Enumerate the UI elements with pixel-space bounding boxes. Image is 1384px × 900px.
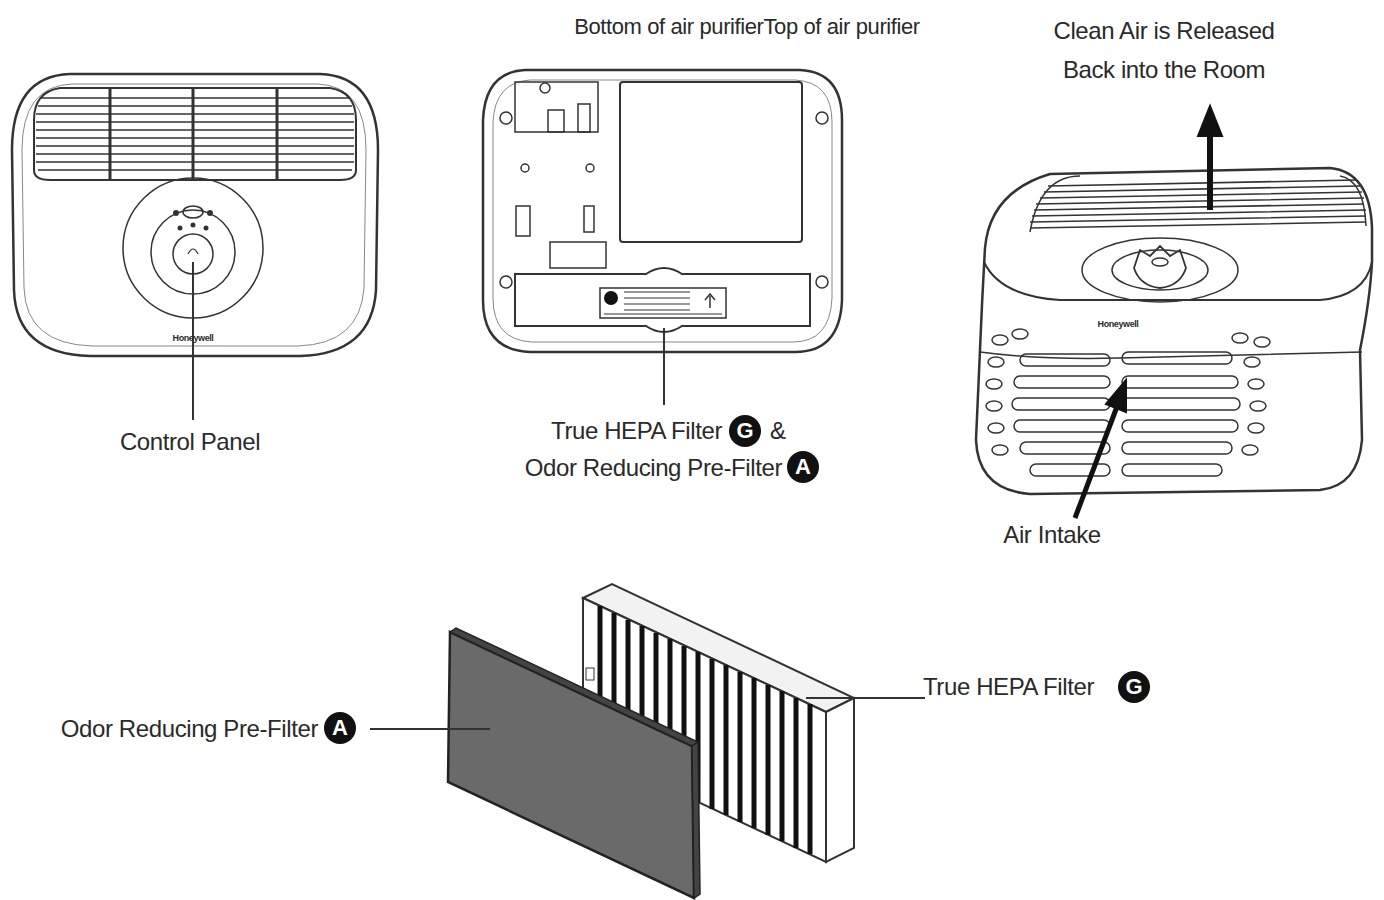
- clean-air-arrow: [1207, 130, 1213, 210]
- callout-letter: A: [332, 715, 348, 741]
- airflow-note: Air Intake: [962, 520, 1142, 550]
- filter-callout-badge: A: [324, 712, 356, 744]
- bottom-view-illustration: [483, 70, 842, 405]
- part-label: Control Panel: [80, 427, 300, 457]
- callout-letter: G: [736, 418, 753, 444]
- part-label: Odor Reducing Pre-Filter: [462, 453, 782, 483]
- conjunction-text: &: [770, 416, 800, 446]
- part-label: True HEPA Filter: [482, 416, 722, 446]
- callout-letter: G: [1125, 674, 1142, 700]
- filter-callout-badge: G: [729, 415, 761, 447]
- view-heading: Bottom of air purifierTop of air purifie…: [517, 12, 977, 42]
- part-label: True HEPA Filter: [923, 672, 1143, 702]
- brand-logo: Honeywell: [1078, 318, 1158, 330]
- part-label: Odor Reducing Pre-Filter: [0, 714, 318, 744]
- filters-illustration: [370, 584, 925, 898]
- brand-logo: Honeywell: [153, 332, 233, 344]
- callout-letter: A: [795, 454, 811, 480]
- airflow-note: Clean Air is Released Back into the Room: [1033, 11, 1295, 89]
- perspective-view-illustration: [976, 106, 1372, 518]
- air-intake-arrow: [1075, 404, 1118, 518]
- filter-callout-badge: G: [1118, 671, 1150, 703]
- leader-line: [806, 697, 925, 699]
- front-view-illustration: [12, 74, 378, 420]
- leader-line: [663, 328, 665, 405]
- leader-line: [370, 728, 490, 730]
- filter-callout-badge: A: [787, 451, 819, 483]
